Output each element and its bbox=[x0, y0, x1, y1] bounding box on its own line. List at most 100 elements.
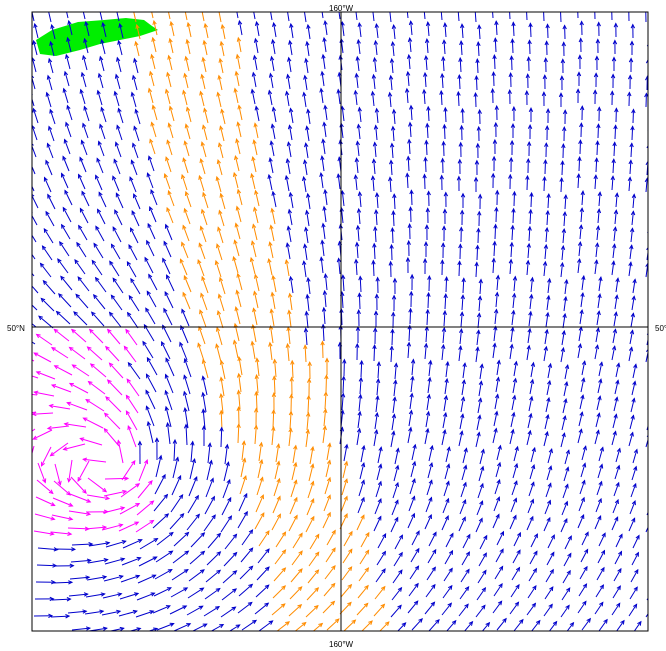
wind-vector-arrow-icon bbox=[133, 58, 139, 74]
wind-vector-arrowhead-icon bbox=[546, 516, 551, 522]
wind-vector-arrow-icon bbox=[180, 259, 188, 276]
wind-vector-arrowhead-icon bbox=[378, 446, 383, 452]
wind-vector-arrowhead-icon bbox=[579, 411, 584, 417]
wind-vector-arrow-icon bbox=[219, 126, 225, 142]
wind-vector-arrowhead-icon bbox=[630, 23, 636, 29]
wind-vector-arrowhead-icon bbox=[216, 569, 222, 575]
wind-vector-arrowhead-icon bbox=[99, 609, 105, 614]
wind-vector-arrow-icon bbox=[358, 293, 361, 310]
wind-vector-arrow-icon bbox=[138, 556, 157, 567]
wind-vector-arrowhead-icon bbox=[67, 531, 73, 536]
wind-vector-arrowhead-icon bbox=[237, 104, 242, 110]
wind-vector-arrowhead-icon bbox=[167, 122, 172, 128]
wind-vector-arrowhead-icon bbox=[201, 391, 206, 397]
wind-vector-arrow-icon bbox=[630, 569, 639, 583]
wind-vector-arrow-icon bbox=[256, 358, 260, 377]
wind-vector-arrowhead-icon bbox=[475, 346, 480, 352]
wind-vector-arrowhead-icon bbox=[610, 7, 614, 11]
wind-vector-arrowhead-icon bbox=[286, 73, 291, 79]
wind-vector-arrowhead-icon bbox=[578, 428, 583, 434]
wind-vector-arrow-icon bbox=[631, 296, 635, 311]
wind-vector-arrow-icon bbox=[99, 12, 103, 21]
wind-vector-arrowhead-icon bbox=[580, 513, 585, 520]
wind-vector-arrowhead-icon bbox=[102, 575, 108, 580]
wind-vector-arrowhead-icon bbox=[182, 605, 188, 610]
wind-vector-arrow-icon bbox=[105, 540, 126, 548]
wind-vector-arrow-icon bbox=[598, 192, 601, 207]
wind-vector-arrow-icon bbox=[306, 498, 315, 516]
wind-vector-arrowhead-icon bbox=[253, 37, 259, 43]
wind-vector-arrowhead-icon bbox=[629, 40, 635, 46]
wind-vector-arrow-icon bbox=[372, 91, 375, 107]
wind-vector-arrowhead-icon bbox=[616, 447, 621, 453]
wind-vector-arrow-icon bbox=[580, 378, 585, 393]
wind-vector-arrow-icon bbox=[185, 191, 192, 208]
wind-vector-arrowhead-icon bbox=[48, 125, 53, 131]
wind-vector-arrow-icon bbox=[563, 212, 566, 227]
wind-vector-arrowhead-icon bbox=[650, 606, 653, 610]
wind-vector-arrowhead-icon bbox=[43, 176, 48, 182]
wind-vector-arrowhead-icon bbox=[259, 458, 264, 465]
wind-vector-arrowhead-icon bbox=[201, 375, 206, 381]
wind-vector-arrow-icon bbox=[597, 209, 600, 224]
wind-vector-arrowhead-icon bbox=[458, 328, 464, 334]
wind-vector-arrow-icon bbox=[598, 619, 608, 631]
wind-vector-arrow-icon bbox=[324, 290, 327, 308]
wind-vector-arrow-icon bbox=[324, 189, 328, 206]
wind-vector-arrowhead-icon bbox=[446, 446, 451, 452]
wind-vector-arrowhead-icon bbox=[95, 225, 100, 231]
wind-vector-arrowhead-icon bbox=[226, 478, 231, 484]
wind-vector-arrowhead-icon bbox=[371, 73, 377, 79]
wind-vector-arrow-icon bbox=[359, 276, 362, 293]
wind-vector-arrow-icon bbox=[270, 12, 273, 21]
wind-vector-arrow-icon bbox=[477, 398, 482, 414]
wind-vector-arrow-icon bbox=[444, 23, 447, 38]
wind-vector-arrow-icon bbox=[629, 500, 636, 515]
wind-vector-arrow-icon bbox=[103, 428, 120, 447]
wind-vector-arrowhead-icon bbox=[203, 22, 208, 28]
wind-vector-arrow-icon bbox=[390, 605, 402, 618]
wind-vector-arrowhead-icon bbox=[50, 502, 56, 507]
wind-vector-arrowhead-icon bbox=[649, 400, 652, 404]
wind-vector-arrow-icon bbox=[170, 494, 184, 513]
wind-vector-arrowhead-icon bbox=[86, 511, 92, 516]
wind-vector-arrowhead-icon bbox=[535, 619, 541, 625]
wind-vector-arrow-icon bbox=[578, 157, 581, 172]
wind-vector-arrow-icon bbox=[163, 308, 173, 326]
wind-vector-arrowhead-icon bbox=[268, 341, 273, 347]
wind-vector-arrow-icon bbox=[221, 24, 226, 40]
wind-vector-arrowhead-icon bbox=[594, 242, 600, 248]
wind-vector-arrowhead-icon bbox=[161, 473, 166, 479]
wind-vector-arrow-icon bbox=[355, 73, 359, 89]
wind-vector-arrow-icon bbox=[513, 619, 524, 631]
wind-vector-arrowhead-icon bbox=[441, 326, 447, 332]
wind-vector-arrow-icon bbox=[165, 224, 173, 241]
wind-vector-arrowhead-icon bbox=[207, 442, 212, 448]
wind-vector-arrowhead-icon bbox=[443, 191, 449, 197]
wind-vector-arrowhead-icon bbox=[194, 494, 199, 500]
wind-vector-arrow-icon bbox=[289, 40, 293, 56]
wind-vector-arrow-icon bbox=[375, 125, 378, 141]
wind-vector-arrowhead-icon bbox=[134, 592, 140, 597]
wind-vector-arrow-icon bbox=[128, 244, 138, 261]
wind-vector-arrow-icon bbox=[530, 362, 534, 378]
wind-vector-arrowhead-icon bbox=[407, 36, 413, 43]
wind-vector-arrow-icon bbox=[273, 567, 286, 582]
wind-vector-arrowhead-icon bbox=[232, 171, 238, 178]
wind-vector-arrowhead-icon bbox=[318, 622, 324, 628]
wind-vector-arrow-icon bbox=[442, 585, 453, 599]
wind-vector-arrowhead-icon bbox=[281, 549, 287, 555]
wind-vector-arrowhead-icon bbox=[533, 550, 538, 556]
wind-vector-arrowhead-icon bbox=[405, 4, 409, 8]
wind-vector-arrow-icon bbox=[509, 429, 514, 445]
wind-vector-arrowhead-icon bbox=[364, 567, 370, 573]
wind-vector-arrow-icon bbox=[147, 223, 156, 240]
wind-vector-arrow-icon bbox=[222, 570, 237, 584]
wind-vector-arrowhead-icon bbox=[62, 446, 68, 451]
wind-vector-arrow-icon bbox=[82, 55, 88, 71]
wind-vector-arrowhead-icon bbox=[280, 603, 286, 608]
wind-vector-arrow-icon bbox=[478, 381, 482, 397]
wind-vector-arrowhead-icon bbox=[458, 56, 463, 62]
wind-vector-arrowhead-icon bbox=[649, 297, 652, 301]
wind-vector-arrow-icon bbox=[529, 294, 533, 310]
